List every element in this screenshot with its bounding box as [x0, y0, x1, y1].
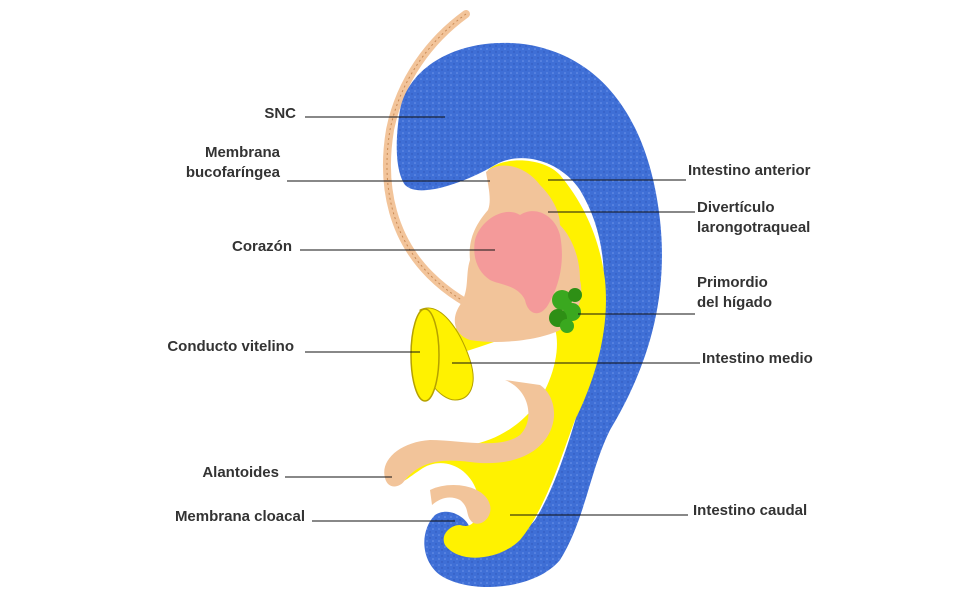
label-primordio-line1: Primordio: [697, 274, 768, 291]
label-membrana-bucofaringea-line1: Membrana: [204, 144, 280, 161]
label-diverticulo: Divertículo larongotraqueal: [697, 198, 810, 238]
leader-lines: [285, 116, 700, 522]
cloacal-band: [430, 485, 491, 524]
label-membrana-cloacal: Membrana cloacal: [174, 508, 305, 525]
label-intestino-medio: Intestino medio: [702, 350, 813, 367]
allantois-band: [384, 380, 555, 487]
label-membrana-bucofaringea: Membrana bucofaríngea: [150, 143, 280, 183]
label-intestino-anterior: Intestino anterior: [688, 162, 811, 179]
label-membrana-bucofaringea-line2: bucofaríngea: [185, 164, 280, 181]
liver-primordium: [549, 288, 582, 333]
label-conducto-vitelino: Conducto vitelino: [167, 338, 294, 355]
label-diverticulo-line2: larongotraqueal: [697, 219, 811, 236]
ectoderm-body: [396, 42, 662, 588]
label-snc: SNC: [264, 105, 296, 122]
label-alantoides: Alantoides: [202, 464, 279, 481]
label-intestino-caudal: Intestino caudal: [693, 502, 808, 519]
vitelline-opening: [410, 308, 440, 402]
label-diverticulo-line1: Divertículo: [697, 199, 775, 216]
label-primordio-line2: del hígado: [697, 294, 772, 311]
label-corazon: Corazón: [232, 238, 292, 255]
label-primordio: Primordio del hígado: [697, 273, 772, 313]
heart-shape: [474, 211, 562, 314]
